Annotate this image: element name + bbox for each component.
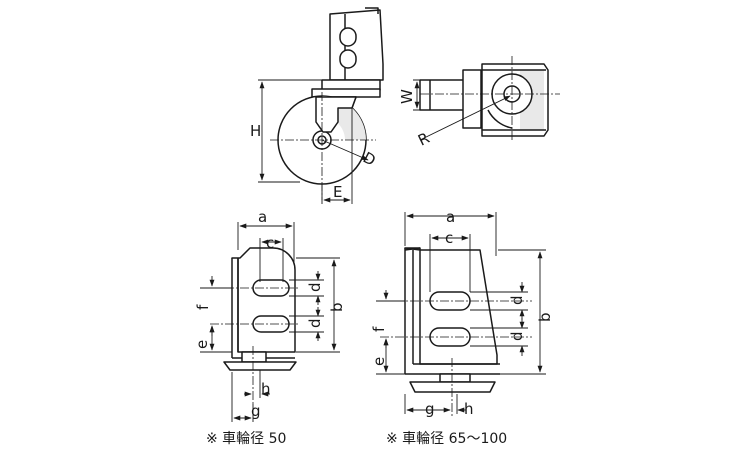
small-label-h: h xyxy=(261,380,271,398)
large-label-h: h xyxy=(464,400,474,418)
small-label-d-lower: d xyxy=(306,318,324,328)
side-mount-plate xyxy=(329,9,384,81)
small-base-block xyxy=(241,351,267,363)
small-label-a: a xyxy=(258,208,267,226)
dim-d-leader xyxy=(321,139,369,161)
side-slot-upper xyxy=(339,27,357,47)
small-label-f: f xyxy=(194,304,212,310)
dim-r-leader xyxy=(419,95,511,141)
label-r: R xyxy=(415,129,432,150)
caption-wheel-65-100: ※ 車輪径 65〜100 xyxy=(386,430,507,447)
large-label-c: c xyxy=(445,229,453,247)
label-h: H xyxy=(250,122,261,140)
small-label-g: g xyxy=(251,402,261,420)
large-base-block xyxy=(439,373,471,383)
small-swivel-disc xyxy=(223,361,297,371)
side-view xyxy=(258,7,384,204)
large-label-d-lower: d xyxy=(508,331,526,341)
large-label-d-upper: d xyxy=(508,295,526,305)
bracket-small-view xyxy=(200,222,340,422)
small-label-e: e xyxy=(193,340,211,349)
top-view xyxy=(413,56,560,141)
large-label-g: g xyxy=(425,400,435,418)
small-label-c: c xyxy=(266,234,274,252)
label-e: E xyxy=(333,183,342,201)
side-slot-lower xyxy=(339,49,357,69)
caption-wheel-50: ※ 車輪径 50 xyxy=(206,430,286,447)
bracket-large-view xyxy=(376,212,546,418)
large-label-f: f xyxy=(370,326,388,332)
large-label-b: b xyxy=(536,312,554,322)
small-label-d-upper: d xyxy=(306,282,324,292)
label-w: W xyxy=(398,89,416,104)
small-label-b: b xyxy=(328,302,346,312)
large-label-e: e xyxy=(370,357,388,366)
top-flange xyxy=(462,69,482,129)
large-swivel-disc xyxy=(409,381,496,393)
small-bracket-plate xyxy=(231,247,296,353)
large-label-a: a xyxy=(446,208,455,226)
